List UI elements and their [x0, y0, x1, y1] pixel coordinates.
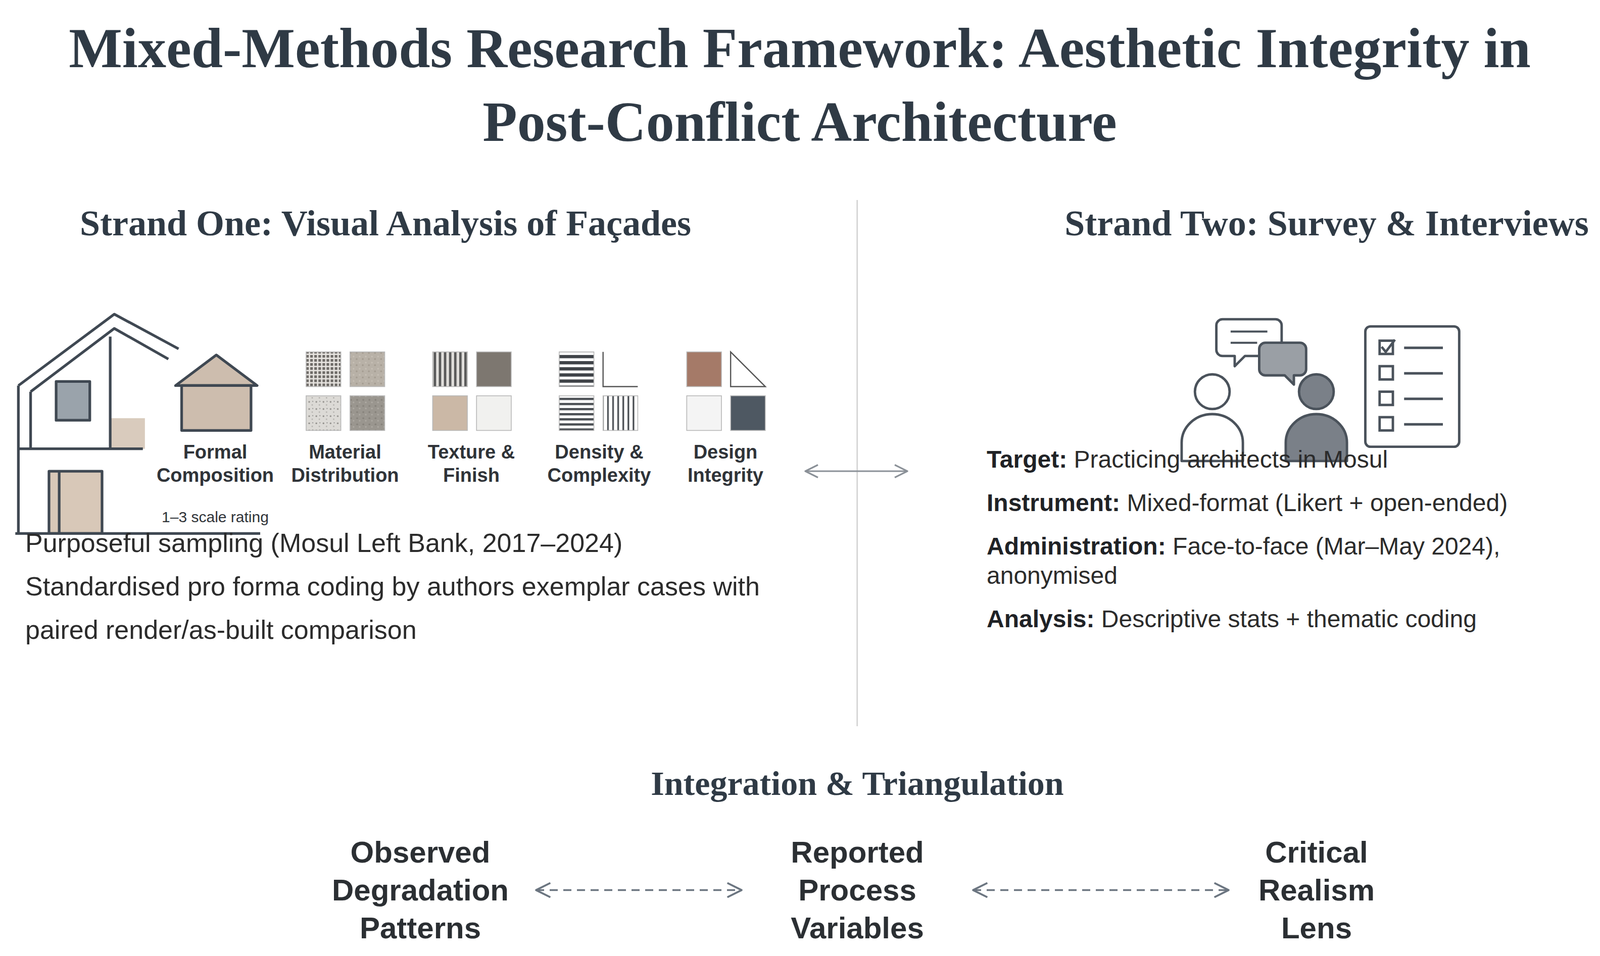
- illustration-part: [1403, 348, 1443, 425]
- icon-caption: Density & Complexity: [533, 440, 665, 488]
- illustration-part: [559, 396, 595, 431]
- connector-arrow: [973, 889, 1229, 892]
- icon-caption: Material Distribution: [276, 440, 414, 488]
- illustration-part: [350, 396, 385, 431]
- item-value: Mixed-format (Likert + open-ended): [1126, 489, 1508, 517]
- illustration-part: [109, 336, 112, 450]
- illustration-part: [58, 471, 61, 534]
- illustration-part: [1365, 326, 1460, 447]
- illustration-part: [686, 352, 722, 387]
- illustration-part: [350, 352, 385, 387]
- texture-swatches: [432, 352, 512, 431]
- strand-body: Target:Practicing architects in MosulIns…: [909, 445, 1597, 635]
- illustration-part: [432, 396, 468, 431]
- concept-node: Critical Realism Lens: [1240, 833, 1393, 948]
- interview-icon: [1181, 319, 1347, 462]
- method-note: Purposeful sampling (Mosul Left Bank, 20…: [25, 521, 804, 565]
- item-key: Analysis:: [986, 605, 1095, 633]
- illustration-part: [476, 396, 512, 431]
- illustration-part: [1379, 417, 1393, 431]
- divider-line: [856, 200, 858, 727]
- illustration-part: [110, 418, 145, 450]
- illustration-part: [17, 385, 20, 534]
- illustration-part: [730, 396, 766, 431]
- connector-arrow: [805, 470, 908, 473]
- item-value: Descriptive stats + thematic coding: [1101, 605, 1477, 633]
- scale-note: 1–3 scale rating: [139, 508, 292, 527]
- icon-caption: Texture & Finish: [408, 440, 535, 488]
- illustration-part: [603, 396, 639, 431]
- illustration-part: [29, 392, 32, 450]
- concept-text: Critical Realism Lens: [1240, 833, 1393, 948]
- illustration-part: [1379, 392, 1393, 406]
- house-icon: [15, 314, 261, 534]
- strand-panel: Strand One: Visual Analysis of FaçadesPu…: [0, 199, 804, 652]
- illustration-part: [1230, 331, 1268, 343]
- illustration-part: [181, 385, 252, 431]
- illustration-part: [175, 355, 258, 386]
- strand-body: Purposeful sampling (Mosul Left Bank, 20…: [0, 521, 804, 652]
- illustration-part: [1379, 366, 1393, 380]
- concept-text: Reported Process Variables: [753, 833, 961, 948]
- method-item: Analysis:Descriptive stats + thematic co…: [986, 604, 1597, 635]
- illustration-part: [1258, 343, 1306, 385]
- method-item: Instrument:Mixed-format (Likert + open-e…: [986, 488, 1597, 518]
- item-key: Target:: [986, 446, 1068, 473]
- method-item: Target:Practicing architects in Mosul: [986, 445, 1597, 475]
- strand-heading: Strand Two: Survey & Interviews: [909, 199, 1597, 248]
- concept-node: Observed Degradation Patterns: [316, 833, 524, 948]
- method-note: Standardised pro forma coding by authors…: [25, 564, 804, 652]
- illustration-part: [1381, 340, 1395, 353]
- integrity-swatches: [686, 352, 766, 431]
- density-swatches: [559, 352, 639, 431]
- concept-node: Reported Process Variables: [753, 833, 961, 948]
- section-heading: Integration & Triangulation: [528, 762, 1186, 805]
- title-text: Mixed-Methods Research Framework: Aesthe…: [41, 11, 1558, 159]
- illustration-part: [603, 352, 639, 387]
- illustration-part: [559, 352, 595, 387]
- illustration-part: [432, 352, 468, 387]
- illustration-part: [56, 381, 90, 421]
- illustration-part: [730, 352, 766, 387]
- illustration-part: [476, 352, 512, 387]
- icon-caption: Design Integrity: [664, 440, 787, 488]
- method-item: Administration:Face-to-face (Mar–May 202…: [986, 531, 1597, 591]
- illustration-part: [30, 328, 169, 392]
- checklist-icon: [1365, 326, 1460, 447]
- icon-caption: Formal Composition: [147, 440, 284, 488]
- illustration-part: [306, 396, 342, 431]
- illustration-part: [1298, 374, 1334, 410]
- material-swatches: [306, 352, 385, 431]
- concept-text: Observed Degradation Patterns: [316, 833, 524, 948]
- illustration-part: [1194, 374, 1230, 410]
- illustration-group: [15, 200, 1460, 727]
- illustration-part: [686, 396, 722, 431]
- item-value: Practicing architects in Mosul: [1074, 446, 1389, 473]
- item-key: Administration:: [986, 532, 1167, 560]
- strand-heading: Strand One: Visual Analysis of Façades: [0, 199, 804, 248]
- illustration-part: [603, 352, 639, 387]
- illustration-part: [18, 447, 143, 451]
- item-key: Instrument:: [986, 489, 1121, 517]
- connector-arrow: [536, 889, 742, 892]
- illustration-part: [306, 352, 342, 387]
- strand-panel: Strand Two: Survey & InterviewsTarget:Pr…: [909, 199, 1597, 649]
- illustration-part: [49, 471, 103, 534]
